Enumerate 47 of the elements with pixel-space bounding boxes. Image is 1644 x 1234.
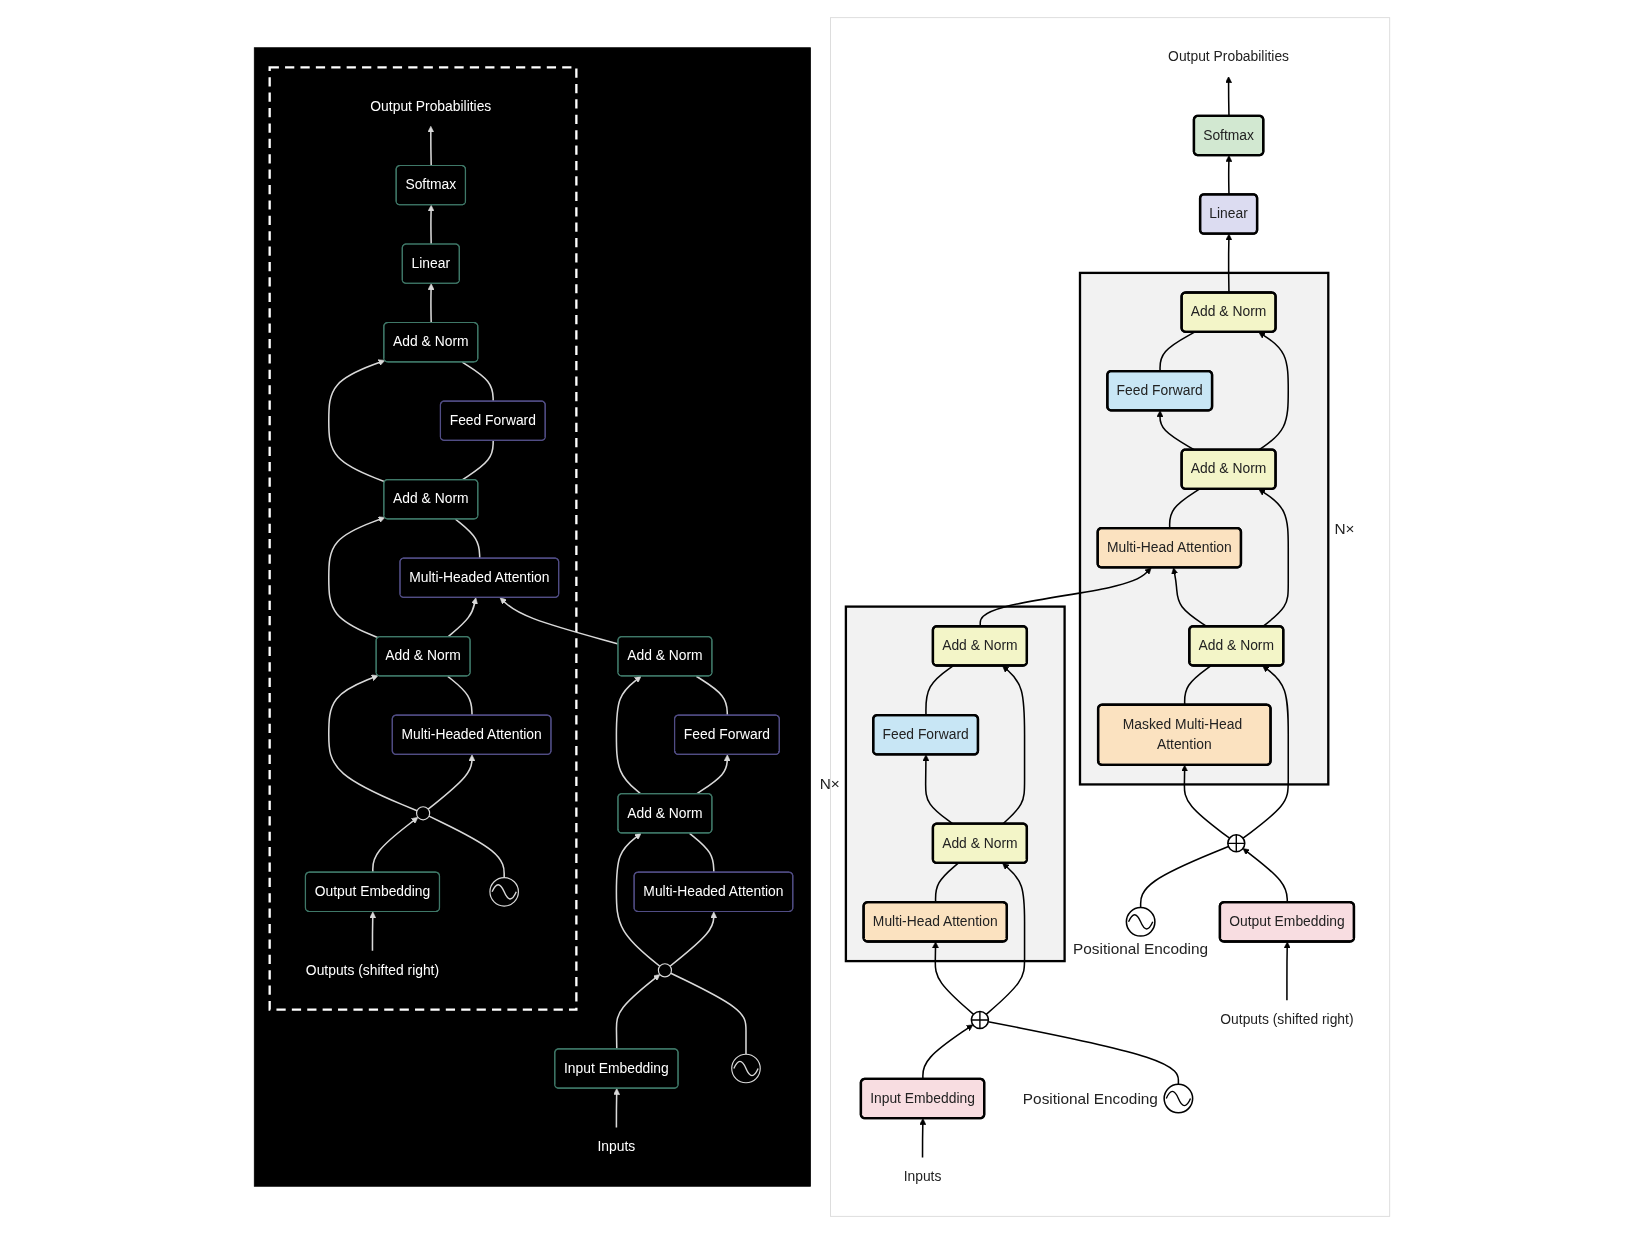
side-caption: Positional Encoding xyxy=(1022,1090,1158,1107)
node-text: Inputs xyxy=(597,1138,636,1155)
arrow xyxy=(1181,764,1231,839)
arrow xyxy=(1242,665,1289,839)
node-circle xyxy=(416,806,431,821)
arrow xyxy=(613,1088,621,1129)
arrow xyxy=(328,674,418,812)
arrow xyxy=(328,516,386,639)
node-text: Outputs (shifted right) xyxy=(305,962,440,978)
connector xyxy=(428,815,505,879)
connector xyxy=(447,675,473,717)
connector xyxy=(461,361,494,403)
arrow xyxy=(427,204,435,246)
arrow xyxy=(695,754,731,795)
arrow xyxy=(615,974,661,1050)
arrow xyxy=(615,675,642,795)
arrow xyxy=(615,833,661,967)
node-text: Output Probabilities xyxy=(370,98,492,114)
node-text: Outputs (shifted right) xyxy=(1220,1011,1354,1028)
side-caption: N× xyxy=(1334,520,1355,538)
connector xyxy=(1139,845,1230,909)
arrow xyxy=(1283,941,1291,1002)
arrow xyxy=(427,754,476,810)
node-circle xyxy=(657,963,673,978)
connector xyxy=(461,439,494,481)
cluster xyxy=(844,605,1066,963)
arrow xyxy=(427,283,435,324)
arrow xyxy=(919,1118,927,1159)
node-text: Inputs xyxy=(903,1168,942,1185)
arrow xyxy=(669,911,718,967)
cluster xyxy=(1078,271,1330,786)
arrow xyxy=(328,359,386,483)
arrow xyxy=(369,911,377,952)
arrow xyxy=(372,817,419,874)
cluster xyxy=(268,66,578,1011)
arrow xyxy=(447,597,478,638)
connector xyxy=(670,972,747,1055)
side-caption: Positional Encoding xyxy=(1073,939,1209,957)
connector xyxy=(695,675,729,717)
side-caption: N× xyxy=(819,775,840,793)
connector xyxy=(688,832,715,874)
arrow xyxy=(985,863,1026,1016)
node-text: Output Probabilities xyxy=(1168,48,1290,65)
arrow xyxy=(427,125,435,167)
arrow xyxy=(932,941,975,1016)
connector xyxy=(454,518,481,560)
connector xyxy=(987,1020,1180,1086)
